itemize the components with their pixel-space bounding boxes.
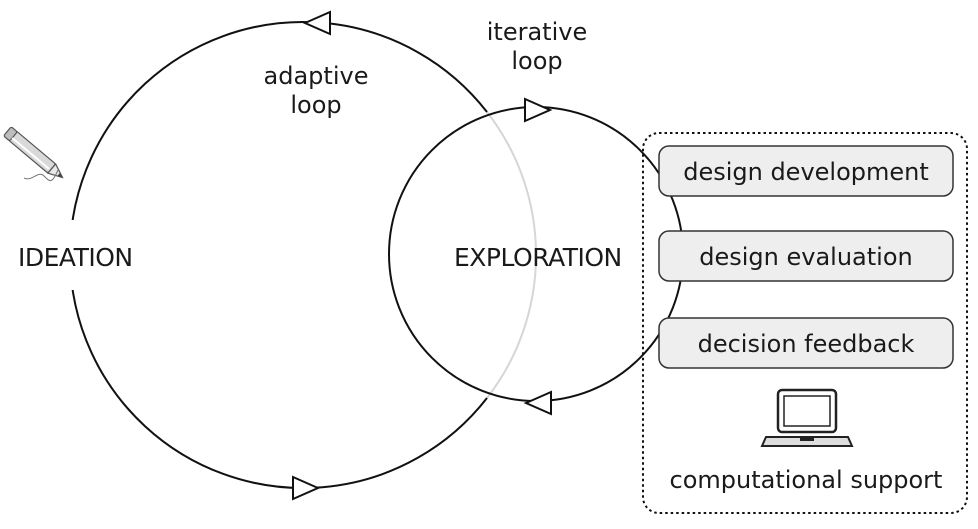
design-development-label: design development xyxy=(683,158,929,186)
pencil-icon xyxy=(3,126,64,179)
support-item-design-evaluation: design evaluation xyxy=(658,230,954,282)
support-item-decision-feedback: decision feedback xyxy=(658,317,954,369)
ideation-gap xyxy=(60,220,100,290)
iterative-loop-label-line2: loop xyxy=(511,47,562,75)
ideation-label: IDEATION xyxy=(18,243,133,272)
iterative-loop-arrow-top xyxy=(524,97,553,123)
adaptive-loop-arrow-bottom xyxy=(292,475,321,501)
adaptive-loop-arrow-top xyxy=(302,10,331,36)
computational-support-label: computational support xyxy=(670,466,943,494)
adaptive-loop-label-line2: loop xyxy=(290,91,341,119)
iterative-loop-label-line1: iterative xyxy=(487,18,587,46)
pencil-scribble xyxy=(23,169,59,181)
adaptive-loop-label-line1: adaptive xyxy=(264,62,369,90)
adaptive-loop xyxy=(60,10,537,501)
adaptive-loop-hidden-arc xyxy=(486,111,537,399)
support-item-design-development: design development xyxy=(658,145,954,197)
design-evaluation-label: design evaluation xyxy=(699,243,912,271)
iterative-loop-arrow-bottom xyxy=(523,390,552,416)
support-panel: design development design evaluation dec… xyxy=(642,132,968,514)
decision-feedback-label: decision feedback xyxy=(698,330,915,358)
support-panel-border xyxy=(642,132,968,514)
iterative-loop xyxy=(388,97,684,416)
exploration-label: EXPLORATION xyxy=(454,243,622,272)
laptop-icon xyxy=(760,388,854,447)
